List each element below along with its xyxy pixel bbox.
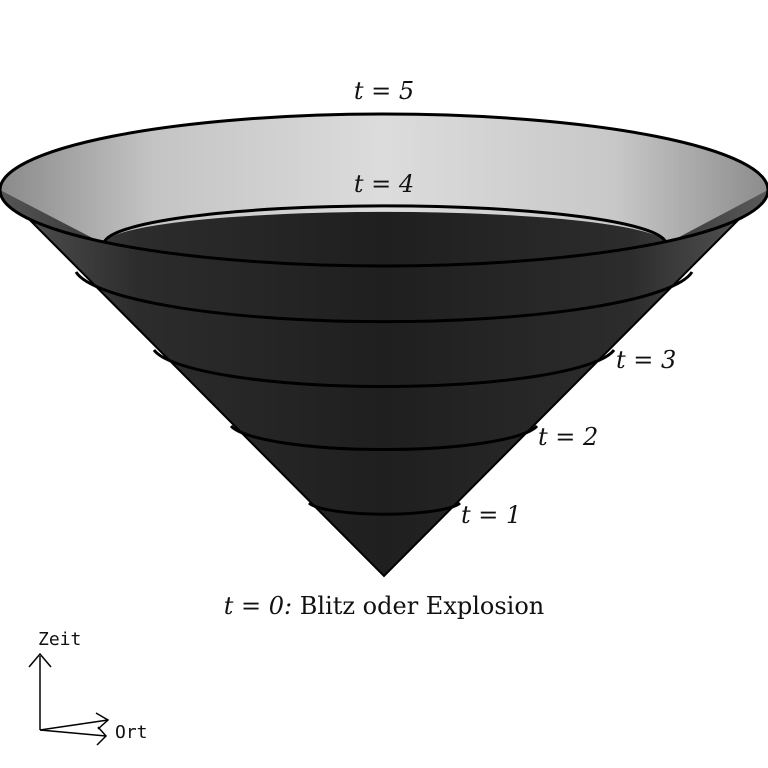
time-axis-label: Zeit: [38, 629, 81, 650]
origin-caption: t = 0: Blitz oder Explosion: [224, 592, 544, 620]
label-t3: t = 3: [616, 346, 676, 374]
space-axis-line-a: [39, 719, 109, 731]
origin-caption-time: t = 0:: [224, 592, 292, 620]
space-axis-line-b: [39, 729, 107, 737]
ring-t2-front: [152, 349, 616, 388]
time-axis-arrowhead: [28, 652, 52, 668]
ring-t0-front: [307, 501, 462, 516]
label-t5: t = 5: [354, 77, 414, 105]
label-t2: t = 2: [538, 423, 598, 451]
origin-caption-text: Blitz oder Explosion: [292, 592, 544, 620]
space-axis-arrowhead-b: [96, 726, 108, 746]
space-axis-label: Ort: [115, 722, 148, 743]
label-t4: t = 4: [354, 170, 414, 198]
ring-t4: [102, 204, 668, 245]
ring-t3-front: [74, 271, 694, 324]
label-t1: t = 1: [461, 501, 521, 529]
cone-front-wall: [0, 190, 768, 266]
space-axis-arrowhead-a: [95, 712, 110, 730]
axes: [28, 652, 110, 746]
ring-t1-front: [229, 424, 539, 452]
ring-t5: [0, 112, 768, 268]
